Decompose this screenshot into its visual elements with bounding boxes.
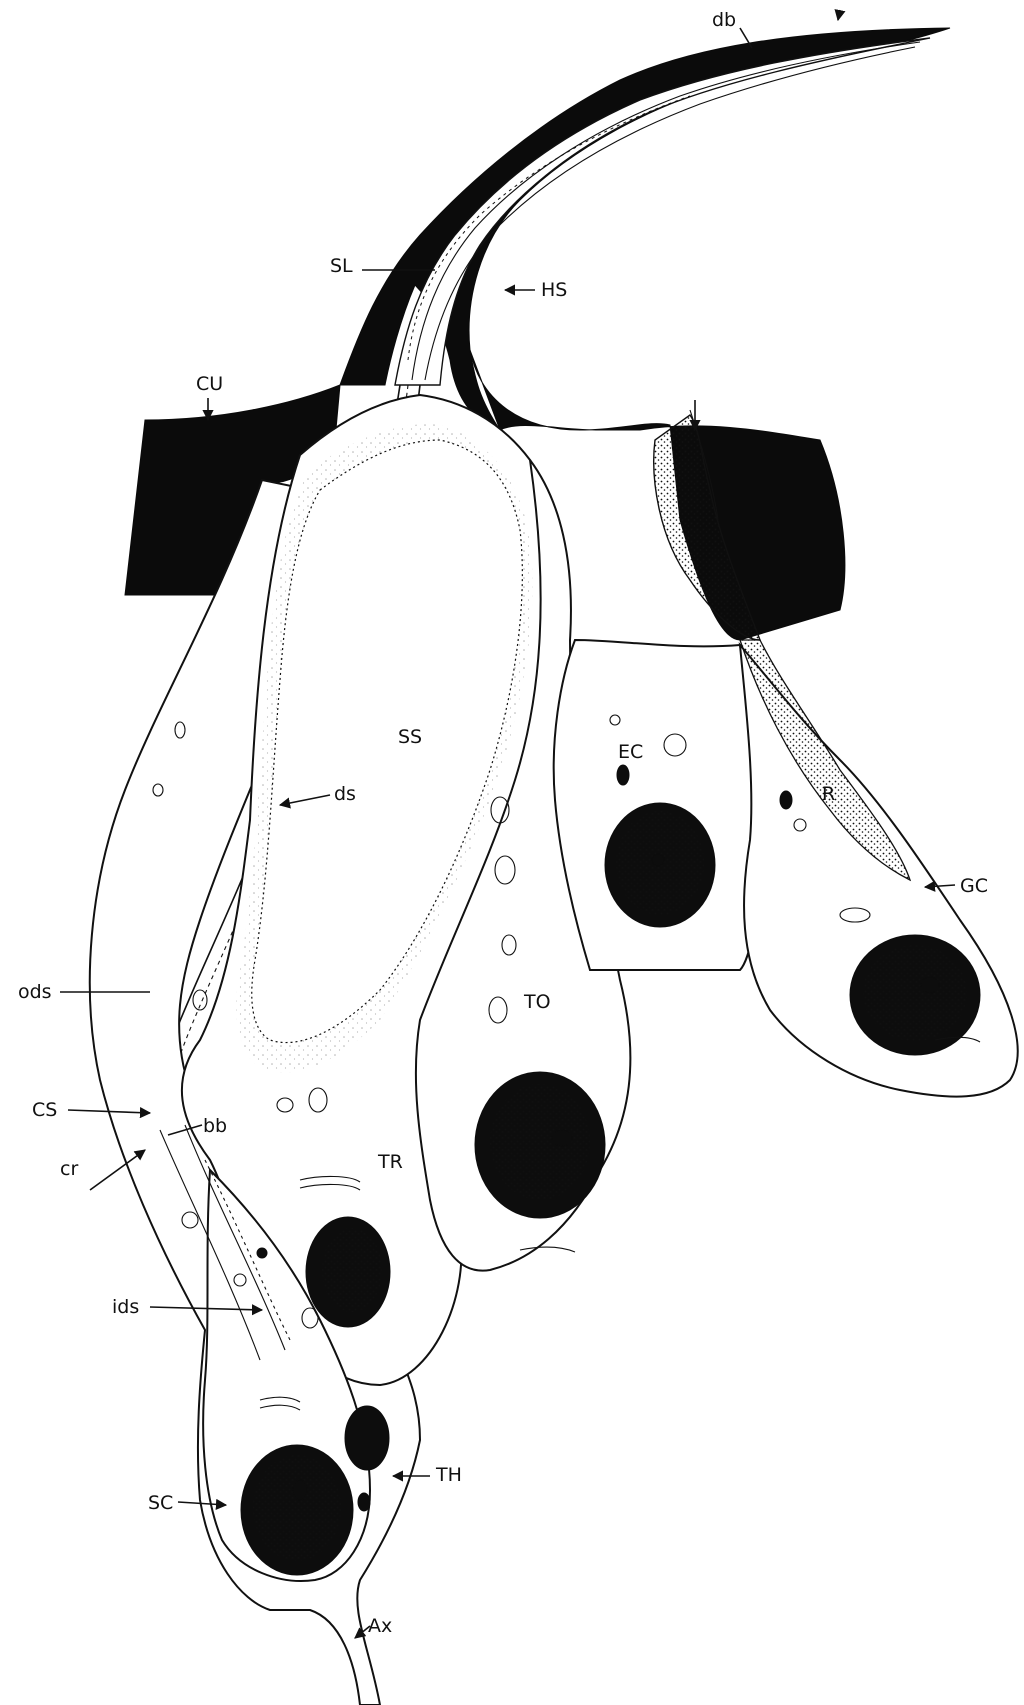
label-TO: TO xyxy=(523,991,551,1013)
label-db: db xyxy=(712,9,736,31)
label-TR: TR xyxy=(377,1151,403,1173)
label-TH: TH xyxy=(435,1464,462,1486)
label-GC: GC xyxy=(960,875,988,897)
label-Ax: Ax xyxy=(368,1615,392,1637)
label-CS: CS xyxy=(32,1099,57,1121)
label-SS: SS xyxy=(398,726,422,748)
label-cr: cr xyxy=(60,1158,78,1180)
label-HS: HS xyxy=(541,279,567,301)
label-SC: SC xyxy=(148,1492,173,1514)
epidermal-cell xyxy=(554,640,760,970)
label-bb: bb xyxy=(203,1115,227,1137)
label-ds: ds xyxy=(334,783,356,805)
label-CU: CU xyxy=(196,373,223,395)
label-SL: SL xyxy=(330,255,353,277)
label-R: R xyxy=(822,783,835,805)
label-ids: ids xyxy=(112,1296,139,1318)
label-EC: EC xyxy=(618,741,643,763)
hair-shaft xyxy=(340,28,950,430)
label-ods: ods xyxy=(18,981,52,1003)
